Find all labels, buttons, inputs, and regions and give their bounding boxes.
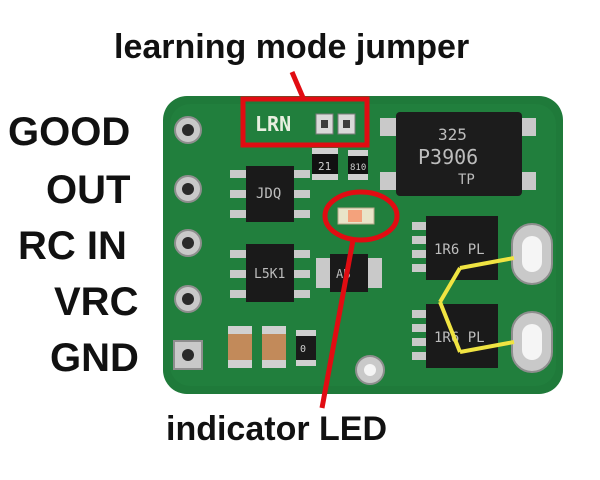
learning-jumper: LRN <box>255 112 356 136</box>
pin-label-gnd: GND <box>50 336 139 380</box>
svg-text:P3906: P3906 <box>418 145 478 169</box>
bottom-components: 0 <box>228 326 385 385</box>
main-ic: 325 P3906 TP <box>380 112 536 196</box>
svg-text:1R6 PL: 1R6 PL <box>434 330 485 346</box>
svg-text:1R6 PL: 1R6 PL <box>434 242 485 258</box>
pin-label-good: GOOD <box>8 110 131 154</box>
indicator-led <box>337 207 375 225</box>
motor-pads <box>511 223 553 373</box>
callout-learning-jumper: learning mode jumper <box>114 28 470 66</box>
svg-text:JDQ: JDQ <box>256 186 281 202</box>
pin-label-vrc: VRC <box>54 280 139 324</box>
svg-text:325: 325 <box>438 125 467 144</box>
mosfet-2: 1R6 PL <box>412 304 498 368</box>
sot-chip-2: L5K1 <box>230 244 310 302</box>
pin-label-out: OUT <box>46 168 131 212</box>
svg-text:L5K1: L5K1 <box>254 267 285 282</box>
small-parts: 21 810 <box>312 148 368 180</box>
mosfet-1: 1R6 PL <box>412 216 498 280</box>
svg-text:TP: TP <box>458 172 475 188</box>
svg-text:810: 810 <box>350 163 366 173</box>
svg-text:21: 21 <box>318 160 331 173</box>
jumper-leader <box>289 71 307 101</box>
led-highlight-ellipse <box>322 189 400 243</box>
jumper-silk-label: LRN <box>255 112 291 136</box>
yellow-leaders <box>438 256 515 354</box>
pin-label-rc-in: RC IN <box>18 224 127 268</box>
svg-text:0: 0 <box>300 344 306 355</box>
pin-holes <box>173 116 203 370</box>
callout-indicator-led: indicator LED <box>166 410 388 448</box>
sot-chip-1: JDQ <box>230 166 310 222</box>
led-leader <box>319 239 356 409</box>
